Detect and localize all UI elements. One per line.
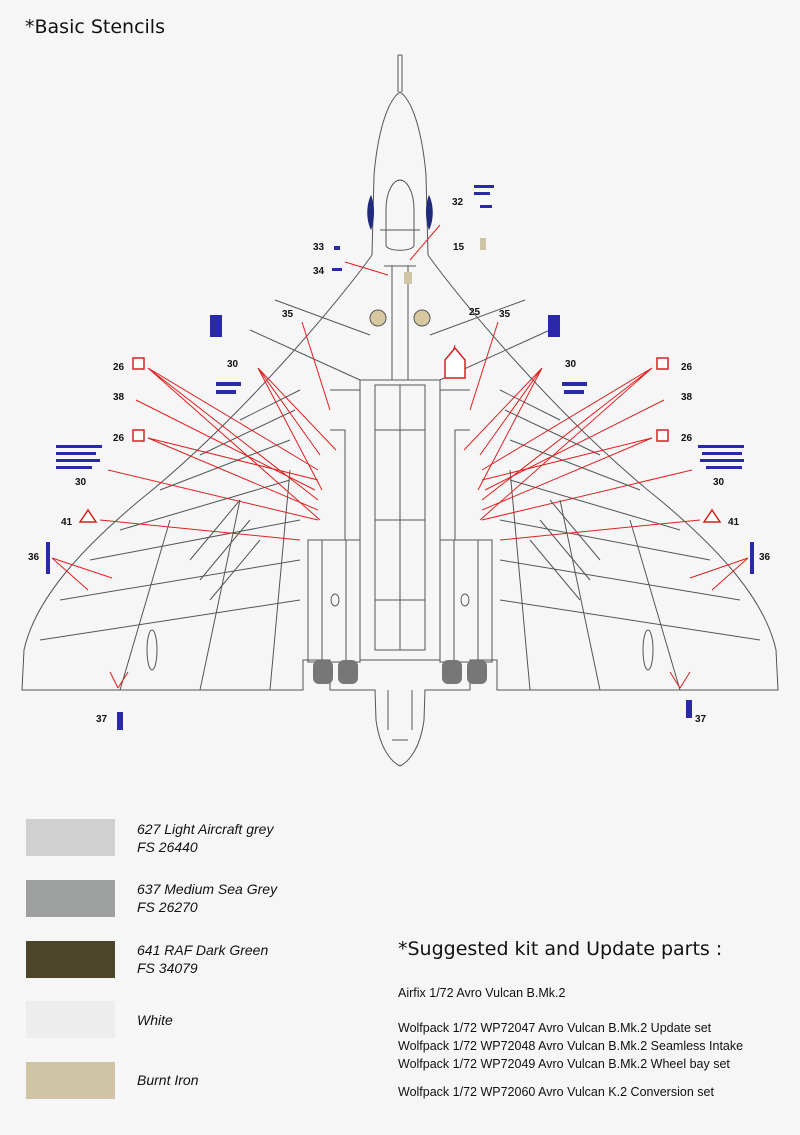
callout-30-left-bottom: 30 [75,477,87,488]
paint-code: FS 26440 [137,839,198,855]
stencil-25 [444,346,466,379]
callout-41-left: 41 [61,517,73,528]
exhaust-right-outer [467,660,487,684]
paint-name: 641 RAF Dark Green [137,942,269,958]
swatch-white [26,1001,115,1038]
stencil-41-left [78,508,98,523]
paint-637-label: 637 Medium Sea Grey FS 26270 [137,880,277,916]
callout-38-right: 38 [681,392,693,403]
callout-26-left-top: 26 [113,362,125,373]
paint-name: 627 Light Aircraft grey [137,821,274,837]
callout-30-left-top: 30 [227,359,239,370]
callout-38-left: 38 [113,392,125,403]
stencil-26-right-bottom [656,429,669,442]
exhaust-left-outer [313,660,333,684]
pitot-probe [397,54,403,92]
stencil-26-right-top [656,357,669,370]
bomb-bay [359,379,441,661]
callout-15: 15 [453,242,465,253]
stencil-26-left-bottom [132,429,145,442]
stencil-26-left-top [132,357,145,370]
roundel-right [426,195,433,230]
kit-item: Wolfpack 1/72 WP72060 Avro Vulcan K.2 Co… [398,1085,714,1099]
paint-code: FS 26270 [137,899,198,915]
kit-item: Wolfpack 1/72 WP72048 Avro Vulcan B.Mk.2… [398,1039,744,1053]
callout-33: 33 [313,242,325,253]
callout-34: 34 [313,266,325,277]
paint-641-label: 641 RAF Dark Green FS 34079 [137,941,268,977]
callout-36-right: 36 [759,552,771,563]
engine-nacelle-right [439,539,493,663]
leader-lines [51,224,749,689]
callout-36-left: 36 [28,552,40,563]
paint-name: 637 Medium Sea Grey [137,881,278,897]
stencil-41-right [702,508,722,523]
callout-35-left: 35 [282,309,294,320]
swatch-637 [26,880,115,917]
kit-item: Wolfpack 1/72 WP72047 Avro Vulcan B.Mk.2… [398,1021,712,1035]
exhaust-left-inner [338,660,358,684]
kit-item: Wolfpack 1/72 WP72049 Avro Vulcan B.Mk.2… [398,1057,730,1071]
aircraft-drawing: 32 33 34 15 35 35 25 30 30 26 26 38 38 2… [21,54,779,767]
callout-32: 32 [452,197,464,208]
callout-30-right-bottom: 30 [713,477,725,488]
kit-heading: *Suggested kit and Update parts : [398,938,723,960]
tail-fin [387,690,413,741]
paint-code: FS 34079 [137,960,198,976]
callout-41-right: 41 [728,517,740,528]
kit-item: Airfix 1/72 Avro Vulcan B.Mk.2 [398,986,566,1000]
stencil-blocks [46,185,754,730]
swatch-627 [26,819,115,856]
callout-26-left-bottom: 26 [113,433,125,444]
callout-35-right: 35 [499,309,511,320]
callout-37-left: 37 [96,714,108,725]
callout-26-right-bottom: 26 [681,433,693,444]
callout-26-right-top: 26 [681,362,693,373]
paint-627-label: 627 Light Aircraft grey FS 26440 [137,820,273,856]
paint-name: White [137,1012,173,1028]
paint-white-label: White [137,1011,173,1029]
paint-burnt-iron-label: Burnt Iron [137,1071,198,1089]
engine-nacelle-left [307,539,361,663]
aircraft-outline [21,91,779,767]
callout-25: 25 [469,307,481,318]
swatch-641 [26,941,115,978]
intake-left [369,309,387,327]
swatch-burnt-iron [26,1062,115,1099]
roundel-left [367,195,374,230]
callout-37-right: 37 [695,714,707,725]
exhaust-right-inner [442,660,462,684]
intake-right [413,309,431,327]
callout-30-right-top: 30 [565,359,577,370]
paint-name: Burnt Iron [137,1072,199,1088]
page-title: *Basic Stencils [25,16,165,38]
canopy-outline [385,179,415,251]
